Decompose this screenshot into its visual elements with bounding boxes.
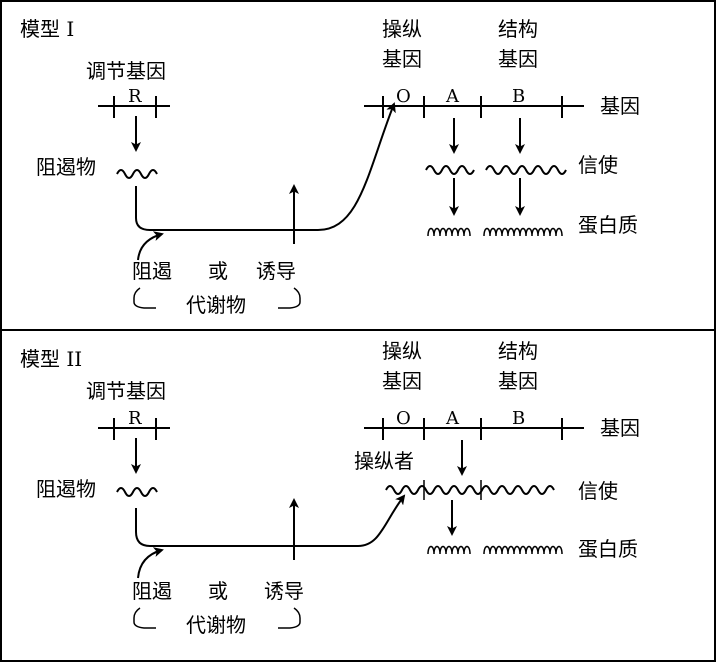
gene-label: 基因 bbox=[600, 416, 640, 440]
polycistronic-mrna-wave bbox=[385, 485, 555, 495]
repressor-label: 阻遏物 bbox=[36, 155, 96, 179]
regulator-gene-symbol: R bbox=[128, 86, 142, 107]
or-label: 或 bbox=[208, 579, 228, 603]
gene-a-symbol: A bbox=[445, 86, 460, 107]
operator-segment-symbol: O bbox=[396, 408, 411, 429]
regulator-gene-symbol: R bbox=[128, 408, 142, 429]
panel-title: 模型 I bbox=[20, 17, 74, 41]
structural-gene-label-bottom: 基因 bbox=[498, 47, 538, 71]
repression-arrow bbox=[137, 231, 164, 261]
repressor-label: 阻遏物 bbox=[36, 477, 96, 501]
repress-label: 阻遏 bbox=[132, 579, 172, 603]
operator-gene-label-bottom: 基因 bbox=[382, 47, 422, 71]
gene-b-symbol: B bbox=[512, 86, 525, 107]
metabolite-bracket-left bbox=[133, 287, 156, 309]
repression-arrow bbox=[137, 547, 164, 579]
protein-b-coil bbox=[483, 227, 563, 237]
regulator-gene-line bbox=[98, 418, 170, 440]
protein-a-coil bbox=[427, 545, 471, 555]
metabolite-bracket-left bbox=[133, 607, 156, 629]
structural-gene-label-top: 结构 bbox=[498, 339, 538, 363]
gene-a-symbol: A bbox=[445, 408, 460, 429]
mrna-b-wave bbox=[485, 165, 567, 175]
structural-gene-label-top: 结构 bbox=[498, 17, 538, 41]
operon-gene-line bbox=[364, 418, 584, 440]
panel-model-1: 模型 I 调节基因 R 阻遏物 阻遏 或 诱导 代谢物 操纵 基因 结构 基因 bbox=[20, 17, 640, 317]
repressor-to-operator-arrow bbox=[135, 494, 406, 547]
operator-note: 操纵者 bbox=[354, 449, 414, 473]
structural-gene-label-bottom: 基因 bbox=[498, 369, 538, 393]
protein-b-coil bbox=[483, 545, 563, 555]
metabolite-label: 代谢物 bbox=[186, 613, 246, 637]
metabolite-label: 代谢物 bbox=[186, 293, 246, 317]
panel-title: 模型 II bbox=[20, 347, 82, 371]
induce-label: 诱导 bbox=[264, 579, 304, 603]
repressor-wave bbox=[116, 169, 158, 179]
repressor-to-operator-arrow bbox=[135, 102, 396, 231]
regulator-gene-line bbox=[98, 96, 170, 118]
operator-gene-label-bottom: 基因 bbox=[382, 369, 422, 393]
regulator-gene-label: 调节基因 bbox=[86, 379, 166, 403]
induce-label: 诱导 bbox=[256, 259, 296, 283]
metabolite-bracket-right bbox=[278, 287, 301, 309]
protein-label: 蛋白质 bbox=[578, 537, 638, 561]
operator-gene-label-top: 操纵 bbox=[382, 17, 422, 41]
protein-a-coil bbox=[427, 227, 471, 237]
protein-label: 蛋白质 bbox=[578, 213, 638, 237]
gene-label: 基因 bbox=[600, 94, 640, 118]
regulator-gene-label: 调节基因 bbox=[86, 59, 166, 83]
or-label: 或 bbox=[208, 259, 228, 283]
repress-label: 阻遏 bbox=[132, 259, 172, 283]
operator-segment-symbol: O bbox=[396, 86, 411, 107]
panel-model-2: 模型 II 调节基因 R 阻遏物 阻遏 或 诱导 代谢物 操纵 基因 结构 基因 bbox=[20, 339, 640, 637]
repressor-wave bbox=[116, 487, 158, 497]
operon-gene-line bbox=[364, 96, 584, 118]
messenger-label: 信使 bbox=[578, 153, 618, 177]
operator-gene-label-top: 操纵 bbox=[382, 339, 422, 363]
mrna-a-wave bbox=[425, 165, 475, 175]
gene-b-symbol: B bbox=[512, 408, 525, 429]
metabolite-bracket-right bbox=[278, 607, 301, 629]
messenger-label: 信使 bbox=[578, 479, 618, 503]
